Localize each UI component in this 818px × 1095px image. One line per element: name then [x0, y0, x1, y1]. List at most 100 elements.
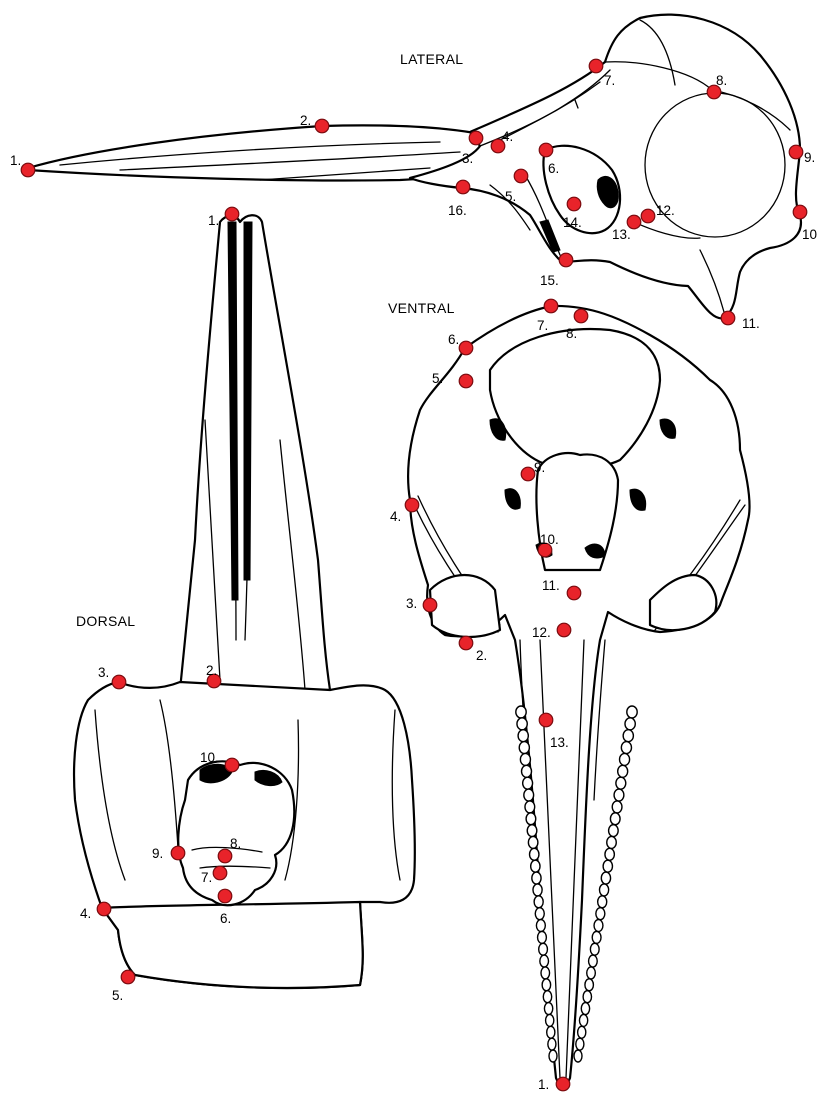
tooth-left-25 — [543, 991, 551, 1003]
dorsal-landmark-label-9: 9. — [152, 846, 163, 861]
tooth-right-29 — [576, 1038, 584, 1050]
tooth-right-17 — [598, 896, 607, 908]
lateral-landmark-point-14 — [567, 197, 581, 211]
ventral-landmark-point-11 — [567, 586, 581, 600]
lateral-landmark-point-12 — [641, 209, 655, 223]
ventral-view-title: VENTRAL — [388, 300, 455, 316]
tooth-right-8 — [614, 789, 624, 801]
tooth-left-22 — [540, 955, 549, 967]
dorsal-landmark-label-2: 2. — [206, 663, 217, 678]
tooth-right-13 — [605, 848, 614, 860]
dorsal-rostrum — [180, 215, 330, 690]
tooth-left-11 — [527, 825, 537, 837]
dorsal-landmark-point-7 — [213, 866, 227, 880]
tooth-left-28 — [547, 1026, 555, 1038]
tooth-left-19 — [536, 920, 545, 932]
lateral-landmark-label-14: 14. — [563, 215, 582, 230]
tooth-left-7 — [523, 777, 533, 789]
lateral-landmark-point-2 — [315, 119, 329, 133]
ventral-landmark-label-9: 9. — [534, 460, 545, 475]
lateral-landmark-label-11: 11. — [742, 316, 760, 331]
tooth-left-21 — [539, 943, 548, 955]
tooth-left-29 — [548, 1038, 556, 1050]
tooth-left-9 — [525, 801, 535, 813]
lateral-landmark-point-7 — [589, 59, 603, 73]
dorsal-landmark-point-6 — [218, 889, 232, 903]
lateral-landmark-point-5 — [514, 169, 528, 183]
dorsal-landmark-label-3: 3. — [98, 665, 109, 680]
lateral-landmark-point-10 — [793, 205, 807, 219]
tooth-right-11 — [609, 825, 619, 837]
tooth-right-18 — [596, 908, 605, 920]
dorsal-landmark-label-5: 5. — [112, 988, 123, 1003]
tooth-right-26 — [581, 1003, 589, 1015]
tooth-right-24 — [585, 979, 593, 991]
ventral-landmark-label-10: 10. — [540, 532, 559, 547]
ventral-view — [408, 306, 750, 1086]
tooth-right-4 — [621, 742, 631, 754]
lateral-view-title: LATERAL — [400, 51, 463, 67]
ventral-landmark-point-6 — [459, 341, 473, 355]
ventral-landmark-label-8: 8. — [566, 326, 577, 341]
lateral-landmark-label-15: 15. — [540, 273, 559, 288]
dorsal-landmark-point-5 — [121, 970, 135, 984]
tooth-right-28 — [578, 1026, 586, 1038]
ventral-landmark-label-6: 6. — [448, 332, 459, 347]
lateral-landmark-label-1: 1. — [10, 153, 21, 168]
dorsal-landmark-point-1 — [225, 207, 239, 221]
lateral-landmark-label-12: 12. — [656, 203, 675, 218]
ventral-landmark-point-12 — [557, 623, 571, 637]
tooth-left-27 — [546, 1014, 554, 1026]
tooth-right-15 — [601, 872, 610, 884]
tooth-right-22 — [589, 955, 598, 967]
dorsal-landmark-label-10: 10. — [200, 750, 219, 765]
ventral-landmark-label-7: 7. — [537, 318, 548, 333]
lateral-landmark-point-9 — [789, 145, 803, 159]
lateral-landmark-label-10: 10 — [802, 227, 817, 242]
lateral-landmark-label-8: 8. — [716, 73, 727, 88]
tooth-right-12 — [607, 836, 616, 848]
tooth-right-14 — [603, 860, 612, 872]
dorsal-landmark-point-9 — [171, 846, 185, 860]
ventral-landmark-label-1: 1. — [538, 1077, 549, 1092]
tooth-right-2 — [625, 718, 635, 730]
ventral-landmark-label-13: 13. — [550, 735, 569, 750]
tooth-left-20 — [538, 931, 547, 943]
dorsal-landmark-label-4: 4. — [80, 906, 91, 921]
lateral-landmark-label-2: 2. — [300, 113, 311, 128]
dorsal-landmark-label-8: 8. — [230, 836, 241, 851]
ventral-landmark-label-4: 4. — [390, 509, 401, 524]
tooth-left-6 — [522, 765, 532, 777]
tooth-left-2 — [517, 718, 527, 730]
tooth-left-24 — [542, 979, 550, 991]
lateral-landmark-label-16: 16. — [448, 203, 467, 218]
tooth-right-7 — [616, 777, 626, 789]
ventral-landmark-point-9 — [521, 467, 535, 481]
tooth-right-27 — [579, 1014, 587, 1026]
dorsal-landmark-point-4 — [97, 902, 111, 916]
ventral-landmark-point-8 — [574, 309, 588, 323]
tooth-right-9 — [612, 801, 622, 813]
lateral-landmark-point-3 — [469, 131, 483, 145]
tooth-left-5 — [520, 753, 530, 765]
tooth-left-4 — [519, 742, 529, 754]
ventral-landmark-point-2 — [459, 636, 473, 650]
tooth-right-19 — [594, 920, 603, 932]
ventral-landmark-point-7 — [544, 299, 558, 313]
tooth-left-12 — [528, 836, 537, 848]
tooth-left-13 — [530, 848, 539, 860]
tooth-left-3 — [518, 730, 528, 742]
tooth-right-6 — [618, 765, 628, 777]
tooth-left-26 — [544, 1003, 552, 1015]
dorsal-landmark-point-8 — [218, 849, 232, 863]
dorsal-view-title: DORSAL — [76, 613, 135, 629]
dorsal-landmark-label-6: 6. — [220, 911, 231, 926]
tooth-right-1 — [627, 706, 637, 718]
lateral-landmark-point-11 — [721, 311, 735, 325]
tooth-right-30 — [574, 1050, 582, 1062]
tooth-left-8 — [524, 789, 534, 801]
lateral-landmark-label-7: 7. — [604, 73, 615, 88]
tooth-left-10 — [526, 813, 536, 825]
tooth-right-23 — [587, 967, 596, 979]
